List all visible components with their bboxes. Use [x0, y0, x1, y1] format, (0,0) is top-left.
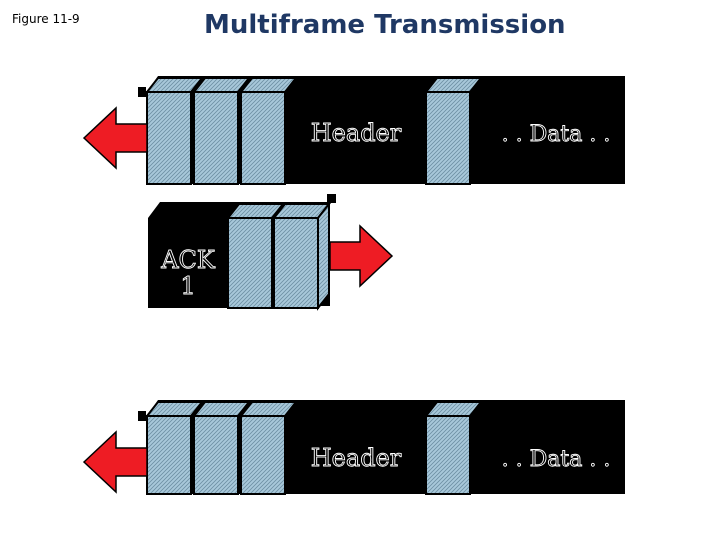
frame-3: Header . . Data . . — [82, 400, 625, 495]
right-arrow-icon — [329, 224, 394, 288]
frame-3-separator-block — [425, 415, 471, 495]
ack-tab — [327, 194, 336, 203]
frame-3-header-label: Header — [311, 444, 402, 472]
frame-3-trailer-blocks — [144, 401, 299, 495]
frame-1-data-label: . . Data . . — [502, 122, 611, 147]
frame-3-tab — [138, 411, 146, 421]
ack-label: ACK — [160, 246, 216, 274]
left-arrow-icon — [82, 430, 148, 494]
ack-trailer-block — [227, 217, 273, 309]
frame-1-header-label: Header — [311, 119, 402, 147]
frame-1-trailer-blocks — [144, 77, 299, 185]
frame-3-data-label: . . Data . . — [502, 447, 611, 472]
frame-2-ack: ACK 1 — [148, 194, 394, 311]
frame-1-tab — [138, 87, 146, 97]
figure-label: Figure 11-9 — [12, 12, 80, 26]
ack-trailer-block — [273, 217, 319, 309]
frame-1: Header . . Data . . — [82, 76, 625, 185]
ack-number: 1 — [180, 272, 195, 300]
frame-1-separator-block — [425, 91, 471, 185]
slide-title: Multiframe Transmission — [204, 10, 566, 40]
left-arrow-icon — [82, 106, 148, 170]
